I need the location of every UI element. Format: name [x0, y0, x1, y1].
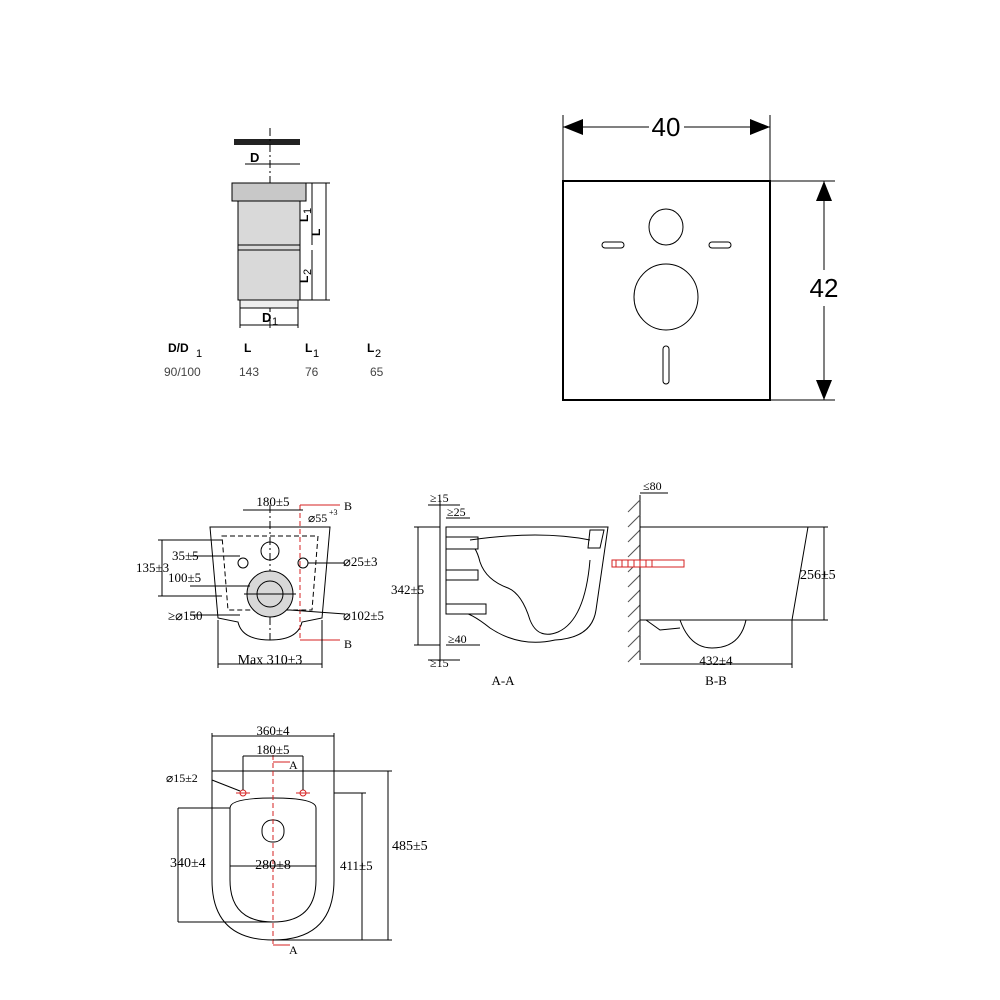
panel-height-label: 42	[810, 273, 839, 303]
mounting-panel-drawing: 40 42	[562, 112, 839, 401]
value-l: 143	[239, 365, 259, 379]
top-dim-15: ⌀15±2	[166, 771, 198, 785]
front-dim-25: ⌀25±3	[343, 554, 377, 569]
aa-dim-15-top: ≥15	[430, 491, 449, 505]
bb-dim-80: ≤80	[643, 479, 662, 493]
front-dim-135: 135±3	[136, 560, 169, 575]
panel-drain-hole	[633, 263, 699, 331]
label-l2: L	[297, 276, 311, 283]
header-l: L	[244, 341, 251, 355]
aa-caption: A-A	[491, 673, 515, 688]
pipe-socket	[231, 182, 307, 202]
top-dim-411: 411±5	[340, 858, 373, 873]
svg-text:1: 1	[302, 208, 314, 214]
header-d-d1: D/D	[168, 341, 189, 355]
aa-dim-342: 342±5	[391, 582, 424, 597]
panel-top-hole	[648, 208, 684, 246]
bb-caption: B-B	[705, 673, 727, 688]
top-dim-360: 360±4	[256, 723, 290, 738]
aa-bowl-wall	[465, 539, 591, 635]
front-dim-100: 100±5	[168, 570, 201, 585]
panel-right-slot	[708, 241, 732, 249]
section-aa-drawing: ≥15 ≥25 342±5 ≥40 ≥15 A-A	[391, 491, 609, 688]
front-dim-180: 180±5	[256, 494, 289, 509]
header-l1: L	[305, 341, 312, 355]
label-l1: L	[297, 215, 311, 222]
top-dim-340: 340±4	[170, 856, 206, 871]
label-d: D	[250, 150, 259, 165]
value-l1: 76	[305, 365, 319, 379]
pipe-cap	[234, 139, 300, 145]
svg-text:2: 2	[302, 269, 314, 275]
front-dim-55: ⌀55	[308, 511, 327, 525]
top-view-drawing: A A 360±4 180±5 ⌀15±2 340±4 280±8 411±5 …	[166, 723, 428, 957]
panel-bottom-slot	[662, 345, 670, 385]
label-l: L	[309, 229, 323, 236]
svg-text:1: 1	[272, 316, 278, 328]
section-a-bottom: A	[289, 943, 298, 957]
bb-dim-432: 432±4	[699, 653, 733, 668]
top-dim-180: 180±5	[256, 742, 289, 757]
section-bb-drawing: ≤80 256±5 432±4 B-B	[611, 479, 836, 688]
front-dim-150: ≥⌀150	[168, 608, 202, 623]
front-inlet-hole	[260, 541, 280, 561]
svg-text:1: 1	[196, 348, 202, 360]
value-l2: 65	[370, 365, 384, 379]
svg-text:2: 2	[375, 348, 381, 360]
svg-text:1: 1	[313, 348, 319, 360]
panel-left-slot	[601, 241, 625, 249]
header-l2: L	[367, 341, 374, 355]
bb-bowl	[679, 619, 747, 649]
bb-bolt	[611, 559, 685, 568]
aa-dim-40: ≥40	[448, 632, 467, 646]
aa-dim-15-bottom: ≥15	[430, 656, 449, 670]
front-dim-35: 35±5	[172, 548, 199, 563]
section-a-top: A	[289, 758, 298, 772]
pipe-table: D/D 1 L L 1 L 2 90/100 143 76 65	[164, 341, 384, 379]
top-dim-280: 280±8	[255, 858, 291, 873]
panel-outline	[562, 180, 771, 401]
front-view-drawing: B B 180±5 ⌀55 +3 135±3 35±5 100±5 ≥⌀150 …	[136, 494, 384, 668]
top-bowl-outline	[229, 797, 317, 923]
front-dim-102: ⌀102±5	[343, 608, 384, 623]
section-b-bottom: B	[344, 637, 352, 651]
front-dim-310: Max 310±3	[238, 653, 303, 668]
top-dim-485: 485±5	[392, 839, 428, 854]
pipe-connector-drawing: D L L 1 L 2 D 1	[231, 128, 330, 330]
label-d1: D	[262, 310, 271, 325]
svg-text:+3: +3	[329, 508, 338, 517]
bb-body-outline	[639, 526, 809, 621]
panel-width-label: 40	[652, 112, 681, 142]
bb-dim-256: 256±5	[800, 568, 836, 583]
value-d-d1: 90/100	[164, 365, 201, 379]
section-b-top: B	[344, 499, 352, 513]
aa-dim-25: ≥25	[447, 505, 466, 519]
